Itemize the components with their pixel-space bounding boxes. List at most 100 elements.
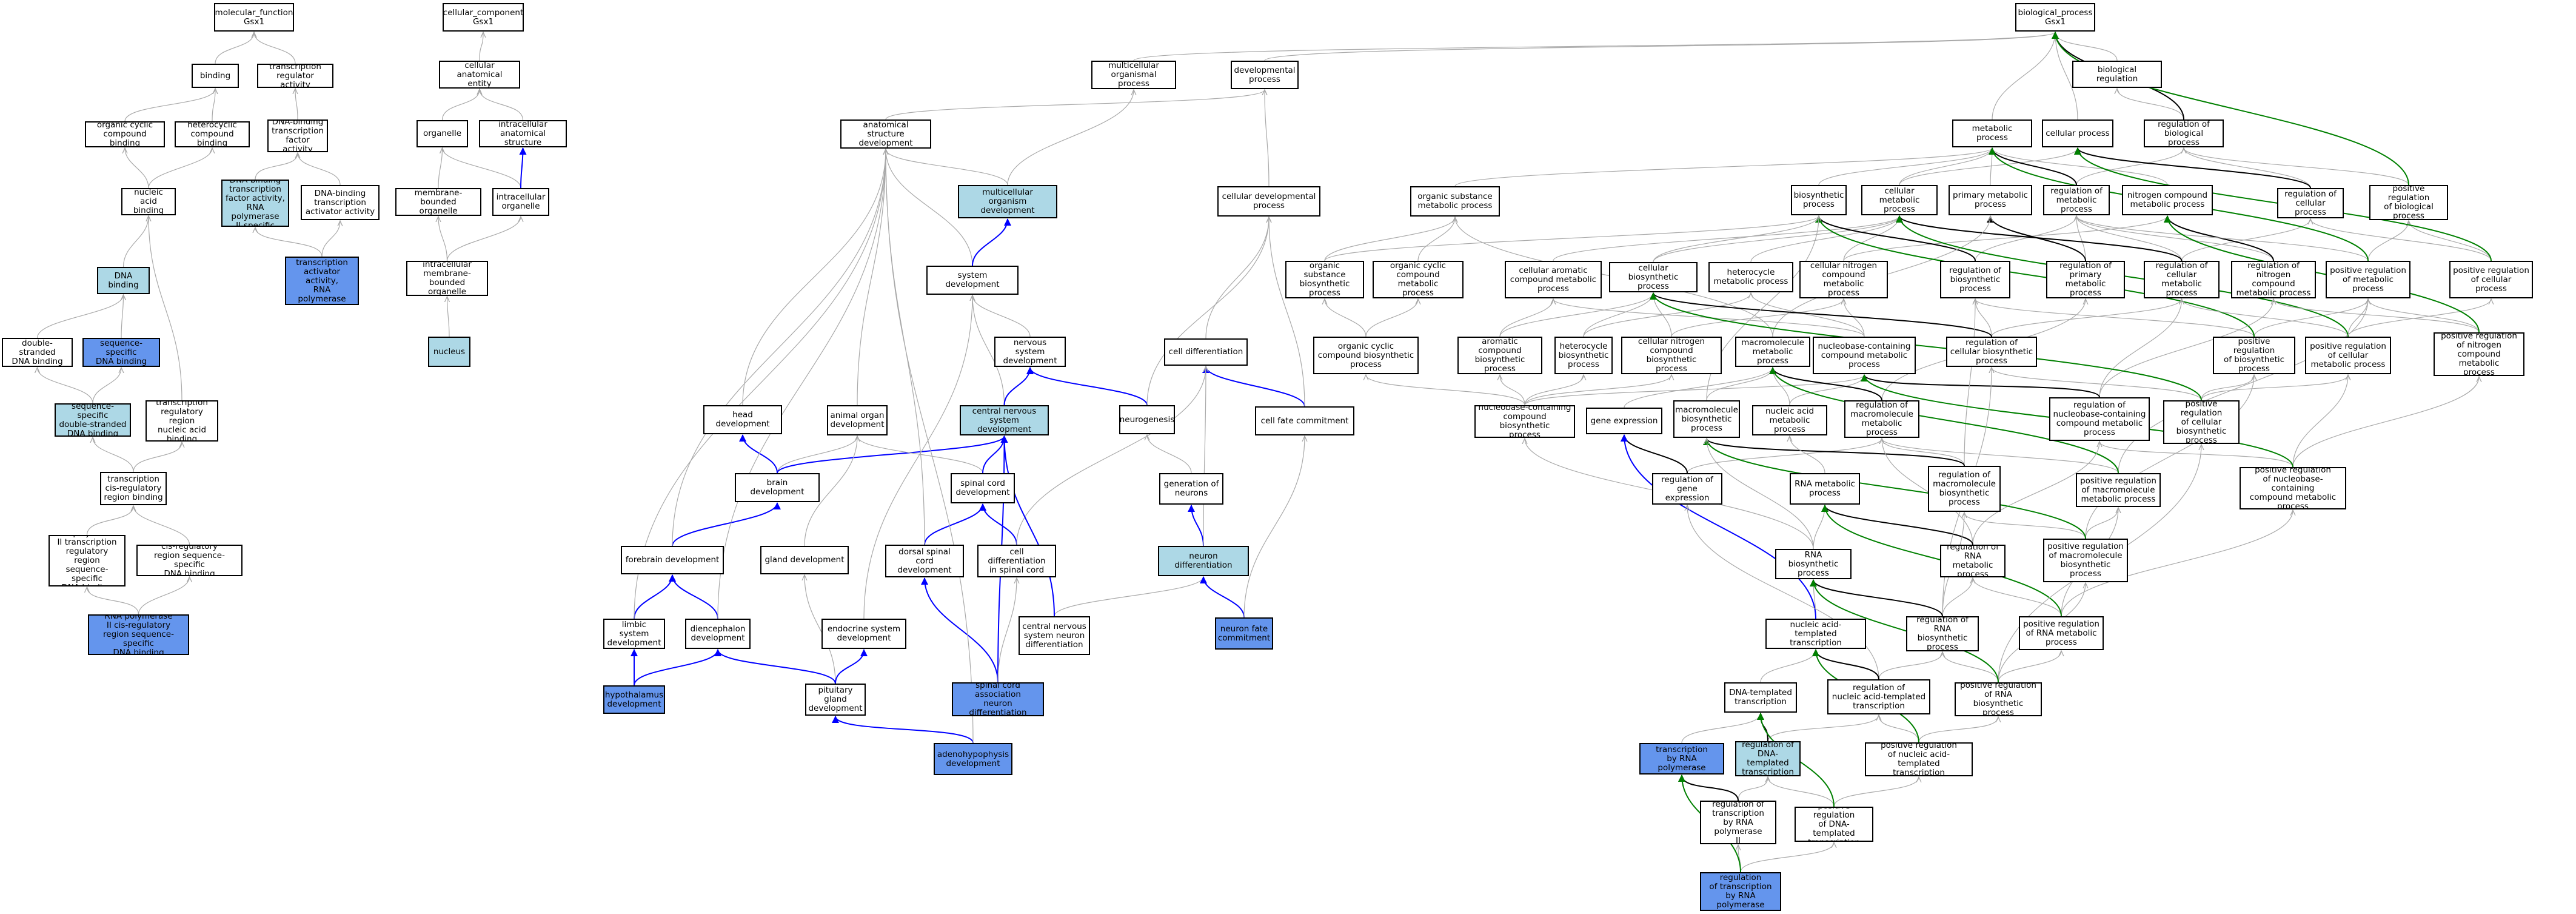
- node-primary-metabolic-process[interactable]: primary metabolic process: [1949, 185, 2032, 215]
- node-cellular-aromatic-compound-metabolic-process[interactable]: cellular aromatic compound metabolic pro…: [1505, 261, 1602, 298]
- node-nucleobase-containing-compound-biosynthetic-process[interactable]: nucleobase-containing compound biosynthe…: [1474, 405, 1575, 438]
- node-positive-regulation-of-biological-process[interactable]: positive regulation of biological proces…: [2369, 185, 2448, 220]
- node-rna-metabolic-process[interactable]: RNA metabolic process: [1790, 473, 1860, 505]
- node-regulation-of-macromolecule-biosynthetic-process[interactable]: regulation of macromolecule biosynthetic…: [1928, 466, 2001, 512]
- node-positive-regulation-of-nucleic-acid-templated-transcription[interactable]: positive regulation of nucleic acid-temp…: [1865, 742, 1973, 776]
- node-regulation-of-cellular-biosynthetic-process[interactable]: regulation of cellular biosynthetic proc…: [1946, 337, 2037, 367]
- node-dorsal-spinal-cord-development[interactable]: dorsal spinal cord development: [885, 545, 964, 577]
- node-regulation-of-transcription-by-rna-polymerase-ii[interactable]: regulation of transcription by RNA polym…: [1700, 801, 1776, 844]
- node-organic-substance-biosynthetic-process[interactable]: organic substance biosynthetic process: [1285, 261, 1364, 298]
- node-endocrine-system-development[interactable]: endocrine system development: [821, 619, 906, 649]
- node-anatomical-structure-development[interactable]: anatomical structure development: [840, 119, 931, 149]
- node-regulation-of-nitrogen-compound-metabolic-process[interactable]: regulation of nitrogen compound metaboli…: [2231, 261, 2316, 298]
- node-rna-biosynthetic-process[interactable]: RNA biosynthetic process: [1775, 549, 1852, 579]
- node-central-nervous-system-development[interactable]: central nervous system development: [960, 405, 1049, 435]
- node-neurogenesis[interactable]: neurogenesis: [1119, 405, 1175, 434]
- node-nucleic-acid-binding[interactable]: nucleic acid binding: [121, 188, 176, 215]
- node-intracellular-organelle[interactable]: intracellular organelle: [492, 188, 549, 216]
- node-nucleobase-containing-compound-metabolic-process[interactable]: nucleobase-containing compound metabolic…: [1813, 337, 1916, 374]
- node-positive-regulation-of-cellular-metabolic-process[interactable]: positive regulation of cellular metaboli…: [2305, 337, 2391, 374]
- node-positive-regulation-of-rna-biosynthetic-process[interactable]: positive regulation of RNA biosynthetic …: [1955, 682, 2042, 716]
- node-regulation-of-rna-metabolic-process[interactable]: regulation of RNA metabolic process: [1940, 545, 2006, 577]
- node-spinal-cord-association-neuron-differentiation[interactable]: spinal cord association neuron different…: [952, 682, 1044, 716]
- node-transcription-by-rna-polymerase[interactable]: transcription by RNA polymerase: [1639, 743, 1724, 775]
- node-neuron-fate-commitment[interactable]: neuron fate commitment: [1215, 617, 1273, 650]
- node-dna-binding-transcription-factor-activity[interactable]: DNA-binding transcription factor activit…: [267, 119, 328, 152]
- node-cell-differentiation-in-spinal-cord[interactable]: cell differentiation in spinal cord: [977, 545, 1056, 577]
- node-positive-regulation-of-cellular-process[interactable]: positive regulation of cellular process: [2449, 261, 2533, 298]
- node-dna-templated-transcription[interactable]: DNA-templated transcription: [1724, 682, 1797, 713]
- node-positive-regulation-of-transcription-by-rna-polymerase-ii[interactable]: positive regulation of transcription by …: [1700, 872, 1781, 911]
- node-membrane-bounded-organelle[interactable]: membrane-bounded organelle: [395, 188, 481, 216]
- node-cis-regulatory-region-sequence-specific-dna-binding[interactable]: cis-regulatory region sequence-specific …: [136, 545, 243, 576]
- node-metabolic-process[interactable]: metabolic process: [1952, 119, 2032, 147]
- node-nervous-system-development[interactable]: nervous system development: [994, 337, 1066, 367]
- node-cellular-nitrogen-compound-metabolic-process[interactable]: cellular nitrogen compound metabolic pro…: [1799, 261, 1888, 298]
- node-biological-process[interactable]: biological_process Gsx1: [2015, 3, 2095, 32]
- node-cellular-metabolic-process[interactable]: cellular metabolic process: [1861, 185, 1938, 215]
- node-regulation-of-nucleobase-containing-compound-metabolic-process[interactable]: regulation of nucleobase-containing comp…: [2049, 397, 2150, 441]
- node-sequence-specific-double-stranded-dna-binding[interactable]: sequence-specific double-stranded DNA bi…: [55, 403, 131, 437]
- node-multicellular-organism-development[interactable]: multicellular organism development: [958, 185, 1057, 218]
- node-cellular-biosynthetic-process[interactable]: cellular biosynthetic process: [1609, 262, 1698, 292]
- node-cellular-component[interactable]: cellular_component Gsx1: [443, 3, 524, 32]
- node-cell-fate-commitment[interactable]: cell fate commitment: [1255, 406, 1354, 435]
- node-regulation-of-rna-biosynthetic-process[interactable]: regulation of RNA biosynthetic process: [1906, 616, 1979, 651]
- node-heterocycle-metabolic-process[interactable]: heterocycle metabolic process: [1708, 262, 1793, 292]
- node-regulation-of-primary-metabolic-process[interactable]: regulation of primary metabolic process: [2046, 261, 2125, 298]
- node-cellular-process[interactable]: cellular process: [2042, 119, 2113, 147]
- node-intracellular-anatomical-structure[interactable]: intracellular anatomical structure: [479, 120, 567, 147]
- node-regulation-of-biological-process[interactable]: regulation of biological process: [2144, 119, 2224, 147]
- node-transcription-cis-regulatory-region-binding[interactable]: transcription cis-regulatory region bind…: [100, 472, 167, 505]
- node-positive-regulation-of-macromolecule-metabolic-process[interactable]: positive regulation of macromolecule met…: [2076, 473, 2161, 507]
- node-positive-regulation-of-rna-metabolic-process[interactable]: positive regulation of RNA metabolic pro…: [2019, 616, 2104, 650]
- node-spinal-cord-development[interactable]: spinal cord development: [951, 473, 1015, 503]
- node-positive-regulation-of-macromolecule-biosynthetic-process[interactable]: positive regulation of macromolecule bio…: [2043, 539, 2128, 582]
- node-regulation-of-nucleic-acid-templated-transcription[interactable]: regulation of nucleic acid-templated tra…: [1827, 679, 1930, 714]
- node-positive-regulation-of-dna-templated-transcription[interactable]: positive regulation of DNA-templated tra…: [1795, 807, 1873, 842]
- node-positive-regulation-of-metabolic-process[interactable]: positive regulation of metabolic process: [2326, 261, 2410, 298]
- node-positive-regulation-of-nucleobase-containing-compound-metabolic-process[interactable]: positive regulation of nucleobase-contai…: [2240, 467, 2346, 509]
- node-regulation-of-cellular-metabolic-process[interactable]: regulation of cellular metabolic process: [2144, 261, 2220, 298]
- node-neuron-differentiation[interactable]: neuron differentiation: [1158, 546, 1249, 576]
- node-sequence-specific-dna-binding[interactable]: sequence-specific DNA binding: [82, 338, 160, 367]
- node-heterocycle-biosynthetic-process[interactable]: heterocycle biosynthetic process: [1554, 337, 1613, 374]
- node-cellular-nitrogen-compound-biosynthetic-process[interactable]: cellular nitrogen compound biosynthetic …: [1621, 337, 1722, 374]
- node-head-development[interactable]: head development: [703, 405, 782, 434]
- node-dna-binding-tf-activity-rnap2[interactable]: DNA-binding transcription factor activit…: [221, 180, 289, 227]
- node-animal-organ-development[interactable]: animal organ development: [827, 405, 888, 435]
- node-positive-regulation-of-nitrogen-compound-metabolic-process[interactable]: positive regulation of nitrogen compound…: [2434, 332, 2524, 376]
- node-nucleic-acid-templated-transcription[interactable]: nucleic acid-templated transcription: [1765, 619, 1866, 649]
- node-cellular-developmental-process[interactable]: cellular developmental process: [1217, 186, 1320, 217]
- node-adenohypophysis-development[interactable]: adenohypophysis development: [934, 743, 1012, 775]
- node-organelle[interactable]: organelle: [417, 120, 468, 147]
- node-regulation-of-gene-expression[interactable]: regulation of gene expression: [1652, 473, 1722, 505]
- node-limbic-system-development[interactable]: limbic system development: [603, 619, 665, 649]
- node-forebrain-development[interactable]: forebrain development: [621, 546, 724, 574]
- node-gene-expression[interactable]: gene expression: [1586, 408, 1662, 434]
- node-brain-development[interactable]: brain development: [735, 473, 820, 502]
- node-regulation-of-dna-templated-transcription[interactable]: regulation of DNA-templated transcriptio…: [1735, 741, 1801, 776]
- node-organic-cyclic-compound-metabolic-process[interactable]: organic cyclic compound metabolic proces…: [1373, 261, 1464, 298]
- node-generation-of-neurons[interactable]: generation of neurons: [1159, 473, 1223, 505]
- node-macromolecule-biosynthetic-process[interactable]: macromolecule biosynthetic process: [1673, 400, 1740, 438]
- node-organic-substance-metabolic-process[interactable]: organic substance metabolic process: [1410, 186, 1500, 217]
- node-nucleus[interactable]: nucleus: [428, 337, 470, 367]
- node-molecular-function[interactable]: molecular_function Gsx1: [214, 3, 294, 32]
- node-rnap2-transcription-regulatory-region-dna-binding[interactable]: RNA polymerase II transcription regulato…: [49, 535, 125, 586]
- node-heterocyclic-compound-binding[interactable]: heterocyclic compound binding: [175, 121, 250, 147]
- node-positive-regulation-of-cellular-biosynthetic-process[interactable]: positive regulation of cellular biosynth…: [2163, 400, 2240, 444]
- node-gland-development[interactable]: gland development: [760, 546, 849, 574]
- node-regulation-of-cellular-process[interactable]: regulation of cellular process: [2277, 188, 2344, 218]
- node-central-nervous-system-neuron-differentiation[interactable]: central nervous system neuron differenti…: [1019, 616, 1090, 655]
- node-hypothalamus-development[interactable]: hypothalamus development: [603, 685, 665, 714]
- node-positive-regulation-of-biosynthetic-process[interactable]: positive regulation of biosynthetic proc…: [2213, 337, 2295, 374]
- node-dna-binding-transcription-activator-activity[interactable]: DNA-binding transcription activator acti…: [301, 185, 380, 220]
- node-cell-differentiation[interactable]: cell differentiation: [1164, 338, 1248, 366]
- node-regulation-of-biosynthetic-process[interactable]: regulation of biosynthetic process: [1940, 261, 2010, 298]
- node-transcription-regulator-activity[interactable]: transcription regulator activity: [257, 64, 333, 88]
- node-biosynthetic-process[interactable]: biosynthetic process: [1791, 185, 1847, 215]
- node-organic-cyclic-compound-binding[interactable]: organic cyclic compound binding: [85, 121, 165, 147]
- node-regulation-of-macromolecule-metabolic-process[interactable]: regulation of macromolecule metabolic pr…: [1844, 400, 1919, 438]
- node-nucleic-acid-metabolic-process[interactable]: nucleic acid metabolic process: [1752, 405, 1827, 435]
